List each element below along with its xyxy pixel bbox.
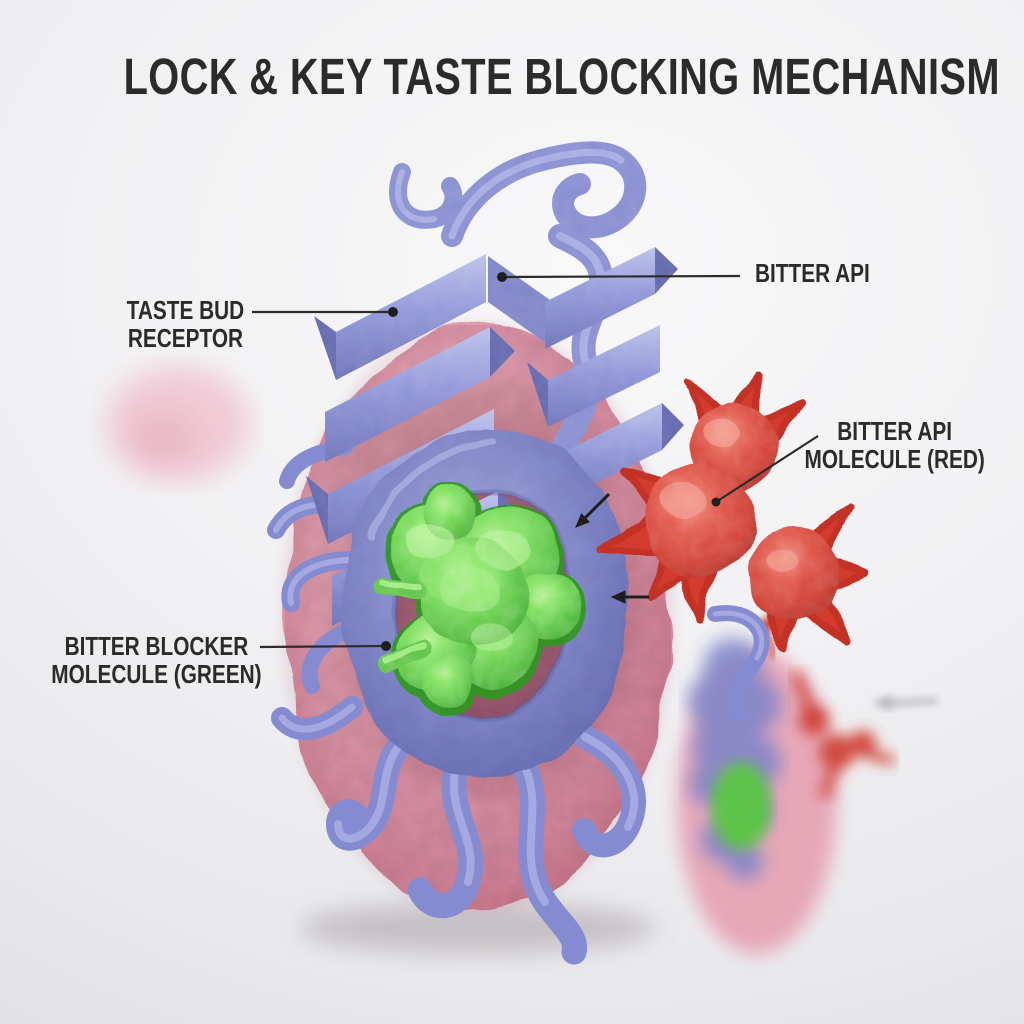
- label-line: TASTE BUD: [126, 295, 244, 325]
- bitter-api-molecule-red: [594, 368, 872, 654]
- label-line: BITTER BLOCKER: [64, 631, 249, 661]
- leader-bitter-api: [497, 272, 741, 282]
- label-line: BITTER API: [755, 258, 870, 288]
- arrow-left: [610, 590, 649, 604]
- page-title: LOCK & KEY TASTE BLOCKING MECHANISM: [123, 48, 1000, 105]
- label-line: MOLECULE (RED): [804, 444, 986, 475]
- label-bitter-blocker-molecule: BITTER BLOCKER MOLECULE (GREEN): [25, 632, 285, 688]
- blurred-arrow: [872, 694, 938, 712]
- label-taste-bud-receptor: TASTE BUD RECEPTOR: [85, 296, 285, 352]
- background-mini-scene: [677, 617, 938, 954]
- label-bitter-api-molecule: BITTER API MOLECULE (RED): [765, 417, 1024, 473]
- arrow-down-left: [575, 492, 611, 528]
- leader-taste-bud-receptor: [252, 307, 398, 317]
- binding-site-arrows: [575, 492, 649, 604]
- leader-bitter-blocker-molecule: [259, 641, 391, 651]
- label-line: BITTER API: [837, 416, 953, 446]
- bitter-blocker-molecule: [374, 482, 586, 716]
- leader-lines: [252, 272, 819, 651]
- label-line: RECEPTOR: [127, 323, 243, 354]
- background-blur-blob: [106, 366, 250, 482]
- leader-bitter-api-molecule: [711, 435, 819, 507]
- label-bitter-api: BITTER API: [755, 259, 898, 287]
- label-line: MOLECULE (GREEN): [51, 659, 262, 690]
- title-bar: LOCK & KEY TASTE BLOCKING MECHANISM: [0, 47, 1024, 106]
